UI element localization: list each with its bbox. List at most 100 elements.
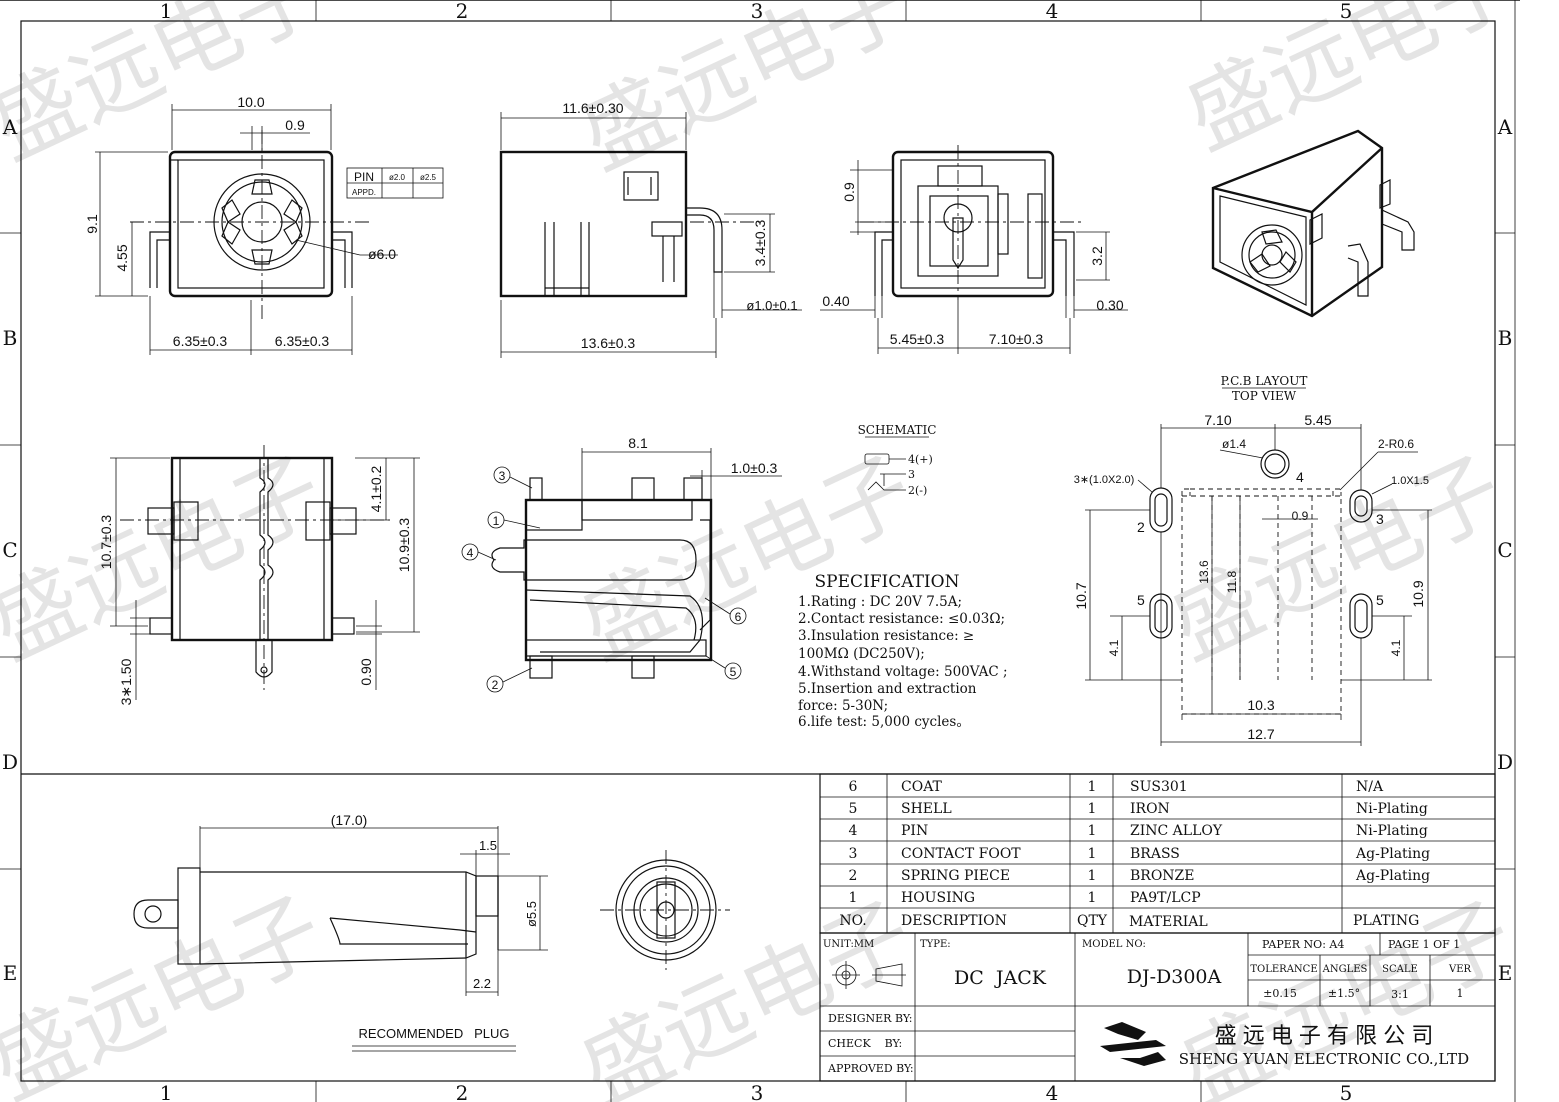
- bom-cell-no: 3: [849, 846, 858, 862]
- bottom-dim-c: 10.7±0.3: [98, 515, 114, 570]
- bom-cell-qty: 1: [1088, 779, 1097, 795]
- side-view: 11.6±0.30 3.4±0.3 ø1.0±0.1 13.6±0.3: [499, 100, 802, 358]
- bom-cell-qty: 1: [1088, 890, 1097, 906]
- section-callout-4: 4: [467, 546, 474, 560]
- tb-ang-label: ANGLES: [1322, 964, 1368, 975]
- col-label-3-bottom: 3: [751, 1081, 764, 1102]
- bottom-dim-b: 10.9±0.3: [396, 518, 412, 573]
- schematic: SCHEMATIC 4(+) 3 2(-): [858, 423, 937, 497]
- spec-line-3: 3.Insulation resistance: ≥: [798, 628, 974, 644]
- schematic-pin-4: 4(+): [908, 453, 933, 466]
- bom-cell-material: BRONZE: [1130, 868, 1195, 884]
- pcb-dim-09: 0.9: [1292, 509, 1309, 523]
- pcb-dim-545: 5.45: [1304, 412, 1331, 428]
- bottom-dim-d: 3∗1.50: [118, 658, 134, 705]
- tb-ang-value: ±1.5°: [1328, 987, 1360, 1000]
- company-logo: [1100, 1022, 1166, 1066]
- tb-company-en: SHENG YUAN ELECTRONIC CO.,LTD: [1179, 1050, 1469, 1068]
- bottom-dim-a: 4.1±0.2: [368, 465, 384, 512]
- tb-type-value: DC JACK: [954, 967, 1047, 989]
- plug-dim-22: 2.2: [473, 976, 491, 991]
- col-label-5-top: 5: [1340, 0, 1353, 23]
- pcb-dim-41-left: 4.1: [1107, 639, 1121, 656]
- tb-ver-label: VER: [1448, 964, 1472, 975]
- title-block: UNIT:MM TYPE: DC JACK MODEL NO: DJ-D300A…: [819, 932, 1496, 1082]
- rear-dim-c: 0.40: [822, 293, 849, 309]
- pcb-dim-136: 13.6: [1197, 560, 1211, 584]
- pcb-dim-127: 12.7: [1247, 726, 1274, 742]
- bom-cell-plating: Ag-Plating: [1355, 846, 1430, 862]
- pin-table-h2: ø2.0: [389, 173, 406, 182]
- row-label-c-right: C: [1497, 538, 1512, 562]
- tb-tol-value: ±0.15: [1263, 987, 1297, 1000]
- tb-scale-label: SCALE: [1382, 964, 1418, 975]
- bom-cell-desc: COAT: [901, 779, 943, 795]
- bom-cell-qty: 1: [1088, 823, 1097, 839]
- front-view: 10.0 0.9 9.1 4.55 ø6.0 6.35±0.3 6.35±0.3…: [84, 94, 444, 355]
- tb-company-cn: 盛 远 电 子 有 限 公 司: [1215, 1023, 1434, 1048]
- pcb-dim-710: 7.10: [1204, 412, 1231, 428]
- bom-cell-material: ZINC ALLOY: [1130, 823, 1223, 839]
- side-dim-pin-height: 3.4±0.3: [752, 219, 768, 266]
- watermark-2: 盛远电子: [565, 0, 928, 189]
- front-dim-offset: 0.9: [285, 117, 305, 133]
- bom-cell-desc: CONTACT FOOT: [901, 846, 1021, 862]
- spec-line-4: 100MΩ (DC250V);: [798, 646, 925, 662]
- tb-paper: PAPER NO: A4: [1262, 938, 1344, 951]
- bom-header-desc: DESCRIPTION: [901, 913, 1007, 929]
- bom-header-material: MATERIAL: [1129, 914, 1208, 930]
- spec-line-1: 1.Rating : DC 20V 7.5A;: [798, 594, 962, 610]
- bom-cell-no: 4: [849, 823, 858, 839]
- bom-cell-no: 5: [849, 801, 858, 817]
- section-callout-3: 3: [499, 469, 506, 483]
- front-dim-right: 6.35±0.3: [275, 333, 330, 349]
- row-label-d-left: D: [2, 750, 18, 774]
- bottom-view: 4.1±0.2 10.9±0.3 10.7±0.3 3∗1.50 0.90: [98, 445, 420, 705]
- tb-model-label: MODEL NO:: [1082, 939, 1146, 950]
- schematic-pin-3: 3: [908, 468, 915, 481]
- col-label-2-bottom: 2: [456, 1081, 469, 1102]
- bottom-dim-e: 0.90: [358, 658, 374, 685]
- pcb-dim-dia: ø1.4: [1222, 437, 1246, 451]
- rear-dim-d: 0.30: [1096, 297, 1123, 313]
- schematic-title: SCHEMATIC: [858, 423, 937, 437]
- bom-cell-plating: Ni-Plating: [1356, 801, 1428, 817]
- watermark-4: 盛远电子: [0, 437, 338, 679]
- section-dim-b: 1.0±0.3: [731, 460, 778, 476]
- section-dim-a: 8.1: [628, 435, 648, 451]
- pcb-dim-118: 11.8: [1225, 570, 1239, 593]
- bom-header-qty: QTY: [1077, 913, 1108, 929]
- bom-cell-material: PA9T/LCP: [1130, 890, 1201, 906]
- side-dim-pin-dia: ø1.0±0.1: [746, 298, 797, 313]
- side-dim-bottom: 13.6±0.3: [581, 335, 636, 351]
- col-label-4-bottom: 4: [1046, 1081, 1059, 1102]
- front-dim-height: 9.1: [84, 214, 100, 234]
- bom-cell-plating: Ag-Plating: [1355, 868, 1430, 884]
- tb-designer: DESIGNER BY:: [828, 1012, 912, 1025]
- bom-cell-no: 1: [849, 890, 858, 906]
- plug-dim-length: (17.0): [331, 812, 368, 828]
- watermark-6: 盛远电子: [1155, 437, 1518, 679]
- section-callout-2: 2: [492, 678, 499, 692]
- bom-cell-material: SUS301: [1130, 779, 1188, 795]
- col-label-1-top: 1: [160, 0, 173, 23]
- pcb-dim-slot-right: 1.0X1.5: [1391, 475, 1429, 487]
- bom-cell-plating: Ni-Plating: [1356, 823, 1428, 839]
- pcb-dim-r: 2-R0.6: [1378, 437, 1414, 451]
- front-dim-hole: ø6.0: [368, 246, 396, 262]
- row-label-a-left: A: [2, 115, 18, 139]
- tb-page: PAGE 1 OF 1: [1388, 938, 1460, 951]
- row-label-c-left: C: [2, 538, 17, 562]
- tb-tol-label: TOLERANCE: [1250, 964, 1317, 975]
- tb-type-label: TYPE:: [920, 939, 951, 950]
- bom-header-no: NO.: [839, 913, 866, 929]
- tb-scale-value: 3:1: [1391, 988, 1409, 1001]
- tb-model-value: DJ-D300A: [1127, 966, 1222, 988]
- section-callout-1: 1: [493, 514, 500, 528]
- bom-cell-desc: PIN: [901, 823, 928, 839]
- bom-header-plating: PLATING: [1353, 913, 1419, 929]
- pcb-dim-107: 10.7: [1073, 582, 1089, 609]
- pcb-layout: P.C.B LAYOUT TOP VIEW 4 2 3 5 5 7.10 5.4…: [1073, 374, 1432, 746]
- plug-label: RECOMMENDED PLUG: [359, 1026, 510, 1041]
- isometric-view: [1211, 129, 1415, 318]
